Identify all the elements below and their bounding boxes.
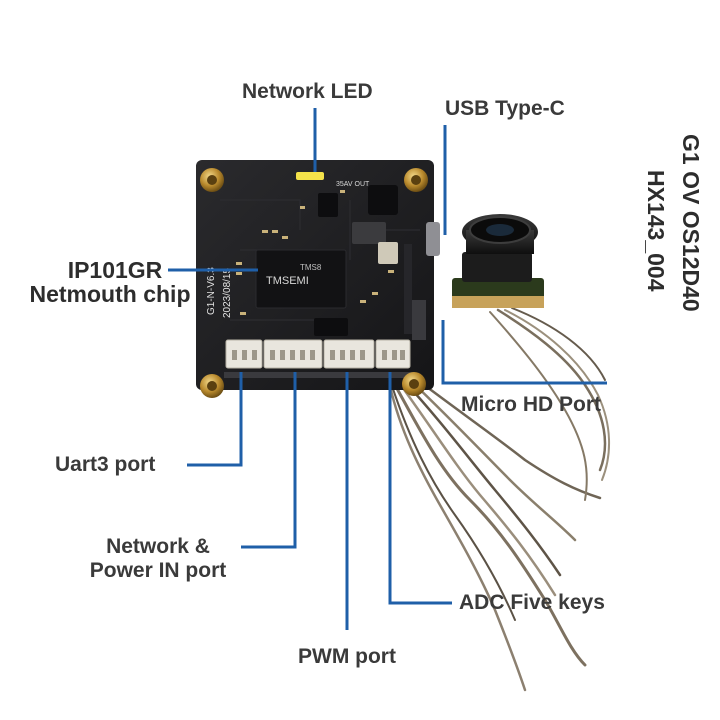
leader-adc-five-keys [388,372,452,605]
label-network-led: Network LED [242,80,373,103]
board-led-label: 35AV OUT [336,181,370,188]
label-sensor-line2: HX143_004 [643,170,669,292]
board-chip-model: TMS8 [300,263,322,272]
label-adc-five-keys: ADC Five keys [459,591,605,614]
label-ip101gr-line2: Netmouth chip [29,281,191,307]
label-sensor-line1: G1 OV OS12D40 [678,134,704,312]
usb-type-c-port [426,222,440,256]
micro-hd-port-connector [412,300,426,340]
board-date: 2023/08/15 [222,268,233,318]
leader-uart3-port [187,372,243,467]
brass-standoffs [200,168,428,398]
label-ip101gr-line1: IP101GR [67,257,163,283]
camera-sensor-module [452,214,544,308]
network-led [296,172,324,180]
ip101gr-chip [255,249,347,309]
board-revision: G1-N-V6.3 [206,267,217,315]
leader-network-power [241,372,297,549]
pcb-board: 35AV OUT TMSEMI TMS8 G1-N-V6.3 2023/08/1… [196,160,440,398]
board-chip-brand: TMSEMI [266,275,309,287]
label-network-power-line2: Power IN port [89,559,227,582]
leader-micro-hd-port [441,320,607,385]
label-pwm-port: PWM port [298,645,396,668]
label-network-power-line1: Network & [106,535,210,558]
label-micro-hd-port: Micro HD Port [461,393,602,416]
label-uart3-port: Uart3 port [55,453,156,476]
label-usb-type-c: USB Type-C [445,97,565,120]
wire-bundle [388,307,610,692]
leader-lines [168,108,607,630]
